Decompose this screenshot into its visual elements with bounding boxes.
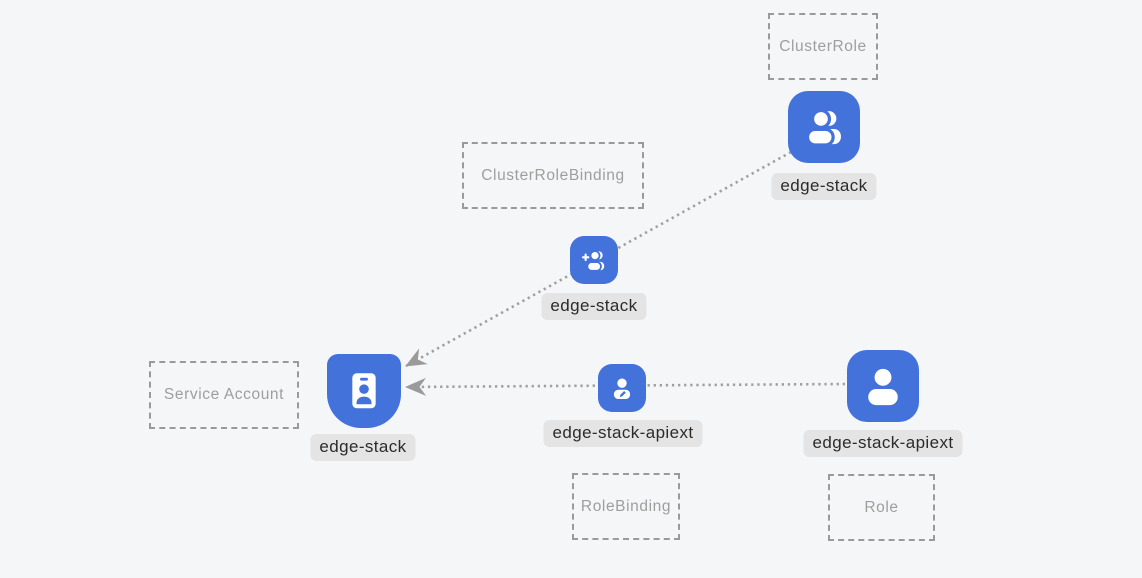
node-name-pill: edge-stack-apiext [543, 420, 703, 447]
user-plus-icon [581, 250, 605, 272]
kind-box-label: ClusterRole [779, 37, 867, 55]
node-name-pill: edge-stack [771, 173, 877, 200]
kind-box-role-binding: RoleBinding [572, 473, 680, 540]
users-group-icon [805, 108, 841, 147]
kind-box-role: Role [828, 474, 935, 541]
kind-box-label: Role [864, 498, 899, 516]
kind-box-label: RoleBinding [580, 497, 672, 515]
kind-box-label: Service Account [163, 386, 285, 403]
node-name-pill: edge-stack-apiext [803, 430, 963, 457]
cluster-role-binding-node [570, 236, 618, 284]
kind-box-cluster-role: ClusterRole [768, 13, 878, 80]
role-node [847, 350, 919, 422]
node-name-pill: edge-stack [541, 293, 647, 320]
cluster-role-node [788, 91, 860, 163]
kind-box-cluster-role-binding: ClusterRoleBinding [462, 142, 644, 209]
service-account-node [327, 354, 401, 428]
user-edit-icon [613, 378, 631, 400]
kind-box-label: ClusterRoleBinding [481, 166, 625, 184]
kind-box-service-account: Service Account [149, 361, 299, 429]
user-icon [868, 368, 898, 406]
node-name-pill: edge-stack [310, 434, 416, 461]
role-binding-node [598, 364, 646, 412]
id-badge-icon [352, 373, 376, 409]
